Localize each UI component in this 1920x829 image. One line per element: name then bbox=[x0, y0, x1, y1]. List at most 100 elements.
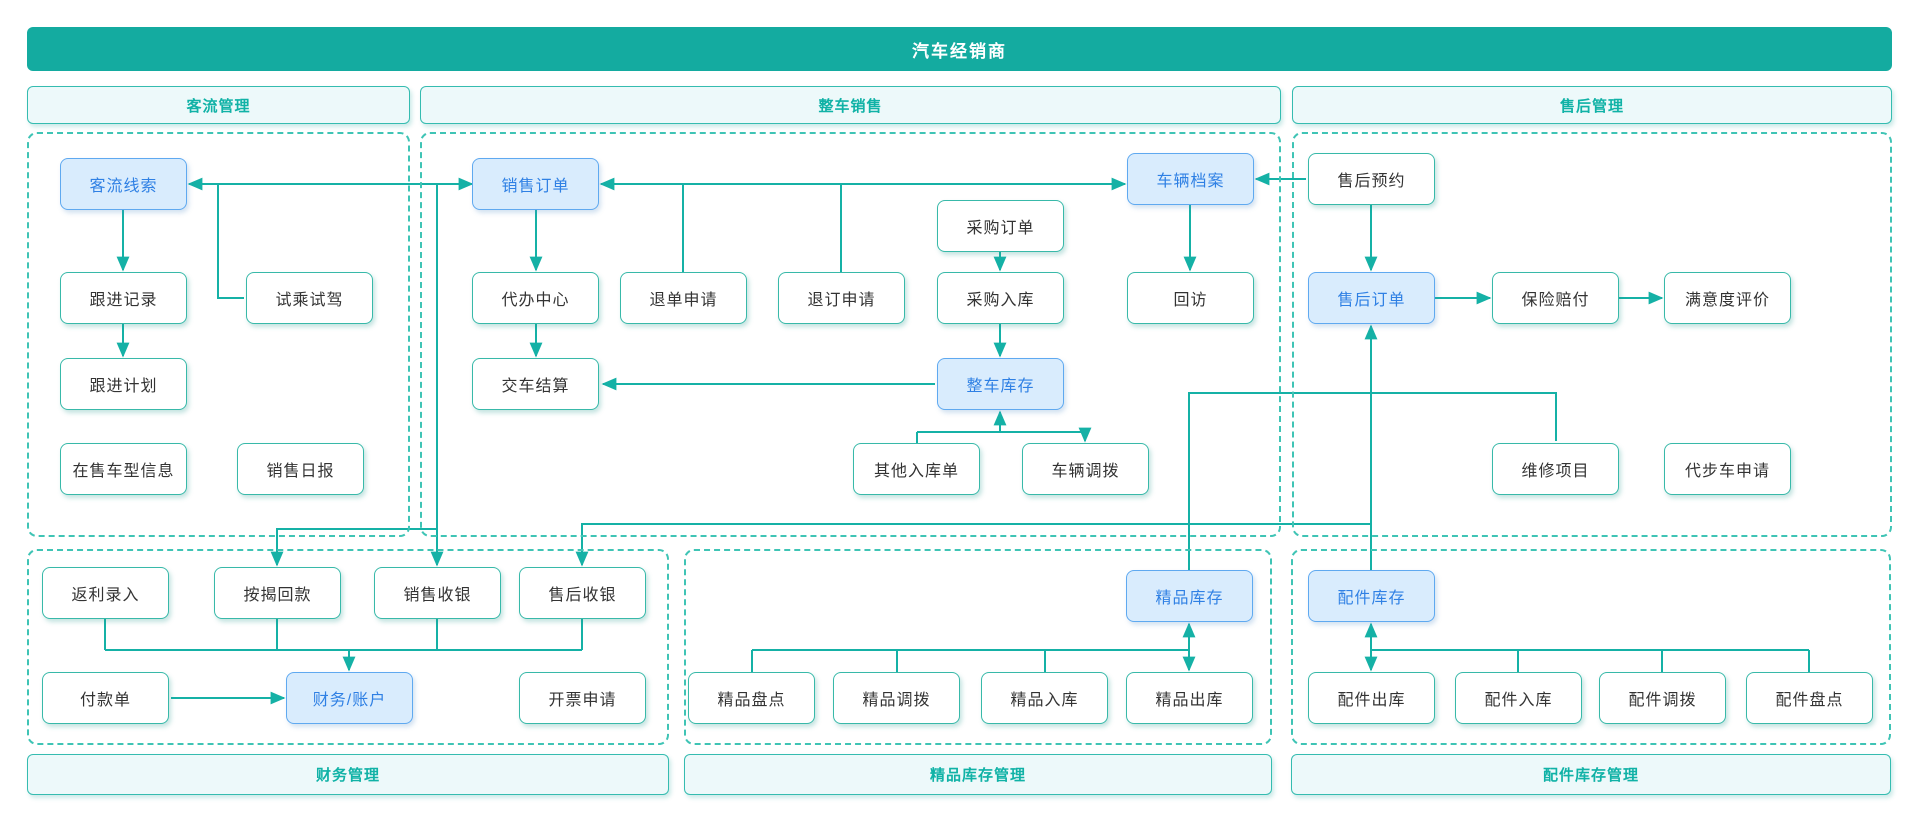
node-repair-items[interactable]: 维修项目 bbox=[1492, 443, 1619, 495]
node-boutique-transfer[interactable]: 精品调拨 bbox=[833, 672, 960, 724]
section-header-label: 精品库存管理 bbox=[929, 767, 1026, 784]
node-test-drive[interactable]: 试乘试驾 bbox=[246, 272, 373, 324]
node-label: 其他入库单 bbox=[873, 463, 959, 480]
node-label: 配件调拨 bbox=[1628, 692, 1697, 709]
node-label: 按揭回款 bbox=[243, 587, 312, 604]
section-header-parts-stock: 配件库存管理 bbox=[1291, 754, 1891, 795]
page-title: 汽车经销商 bbox=[912, 41, 1007, 61]
node-label: 整车库存 bbox=[966, 378, 1035, 395]
node-label: 维修项目 bbox=[1521, 463, 1590, 480]
node-label: 代办中心 bbox=[501, 292, 570, 309]
node-cancel-request[interactable]: 退订申请 bbox=[778, 272, 905, 324]
node-courtesy-car[interactable]: 代步车申请 bbox=[1664, 443, 1791, 495]
node-models-on-sale[interactable]: 在售车型信息 bbox=[60, 443, 187, 495]
node-label: 退订申请 bbox=[807, 292, 876, 309]
node-parts-outbound[interactable]: 配件出库 bbox=[1308, 672, 1435, 724]
node-label: 精品调拨 bbox=[862, 692, 931, 709]
section-frame-parts-stock-area bbox=[1291, 549, 1891, 745]
node-label: 跟进记录 bbox=[89, 292, 158, 309]
node-boutique-inbound[interactable]: 精品入库 bbox=[981, 672, 1108, 724]
section-header-vehicle-sales: 整车销售 bbox=[420, 86, 1281, 124]
node-label: 交车结算 bbox=[501, 378, 570, 395]
node-boutique-count[interactable]: 精品盘点 bbox=[688, 672, 815, 724]
diagram-title-bar: 汽车经销商 bbox=[27, 27, 1892, 71]
section-header-customer-flow: 客流管理 bbox=[27, 86, 410, 124]
node-label: 回访 bbox=[1173, 292, 1208, 309]
node-label: 返利录入 bbox=[71, 587, 140, 604]
section-header-label: 售后管理 bbox=[1559, 97, 1624, 115]
node-label: 销售日报 bbox=[266, 463, 335, 480]
section-frame-finance-area bbox=[27, 549, 669, 745]
node-service-booking[interactable]: 售后预约 bbox=[1308, 153, 1435, 205]
node-other-inbound[interactable]: 其他入库单 bbox=[853, 443, 980, 495]
node-label: 售后订单 bbox=[1337, 292, 1406, 309]
node-label: 配件盘点 bbox=[1775, 692, 1844, 709]
node-service-cashier[interactable]: 售后收银 bbox=[519, 567, 646, 619]
node-label: 保险赔付 bbox=[1521, 292, 1590, 309]
section-frame-customer-flow-area bbox=[27, 132, 410, 537]
node-payment-slip[interactable]: 付款单 bbox=[42, 672, 169, 724]
node-label: 退单申请 bbox=[649, 292, 718, 309]
section-header-boutique-stock: 精品库存管理 bbox=[684, 754, 1272, 795]
node-followup-plan[interactable]: 跟进计划 bbox=[60, 358, 187, 410]
node-followup-record[interactable]: 跟进记录 bbox=[60, 272, 187, 324]
node-parts-inbound[interactable]: 配件入库 bbox=[1455, 672, 1582, 724]
node-return-request[interactable]: 退单申请 bbox=[620, 272, 747, 324]
node-sales-daily[interactable]: 销售日报 bbox=[237, 443, 364, 495]
section-header-after-sales: 售后管理 bbox=[1292, 86, 1892, 124]
node-service-order[interactable]: 售后订单 bbox=[1308, 272, 1435, 324]
node-label: 车辆档案 bbox=[1156, 173, 1225, 190]
node-label: 在售车型信息 bbox=[72, 463, 175, 480]
node-label: 采购入库 bbox=[966, 292, 1035, 309]
section-header-label: 整车销售 bbox=[818, 97, 883, 115]
section-frame-after-sales-area bbox=[1292, 132, 1892, 537]
node-label: 销售订单 bbox=[501, 178, 570, 195]
node-satisfaction[interactable]: 满意度评价 bbox=[1664, 272, 1791, 324]
node-label: 采购订单 bbox=[966, 220, 1035, 237]
node-label: 开票申请 bbox=[548, 692, 617, 709]
node-revisit[interactable]: 回访 bbox=[1127, 272, 1254, 324]
node-label: 售后收银 bbox=[548, 587, 617, 604]
node-sales-order[interactable]: 销售订单 bbox=[472, 158, 599, 210]
node-label: 财务/账户 bbox=[312, 692, 387, 709]
node-finance-account[interactable]: 财务/账户 bbox=[286, 672, 413, 724]
node-label: 销售收银 bbox=[403, 587, 472, 604]
node-label: 精品库存 bbox=[1155, 590, 1224, 607]
node-invoice-request[interactable]: 开票申请 bbox=[519, 672, 646, 724]
node-purchase-inbound[interactable]: 采购入库 bbox=[937, 272, 1064, 324]
node-purchase-order[interactable]: 采购订单 bbox=[937, 200, 1064, 252]
node-sales-cashier[interactable]: 销售收银 bbox=[374, 567, 501, 619]
node-parts-transfer[interactable]: 配件调拨 bbox=[1599, 672, 1726, 724]
node-mortgage-return[interactable]: 按揭回款 bbox=[214, 567, 341, 619]
node-label: 试乘试驾 bbox=[275, 292, 344, 309]
node-parts-count[interactable]: 配件盘点 bbox=[1746, 672, 1873, 724]
section-frame-vehicle-sales-area bbox=[420, 132, 1281, 537]
node-label: 代步车申请 bbox=[1684, 463, 1770, 480]
node-vehicle-transfer[interactable]: 车辆调拨 bbox=[1022, 443, 1149, 495]
node-parts-stock[interactable]: 配件库存 bbox=[1308, 570, 1435, 622]
node-label: 车辆调拨 bbox=[1051, 463, 1120, 480]
node-label: 配件出库 bbox=[1337, 692, 1406, 709]
node-vehicle-archive[interactable]: 车辆档案 bbox=[1127, 153, 1254, 205]
node-boutique-outbound[interactable]: 精品出库 bbox=[1126, 672, 1253, 724]
node-delivery-settle[interactable]: 交车结算 bbox=[472, 358, 599, 410]
node-label: 精品出库 bbox=[1155, 692, 1224, 709]
node-rebate-entry[interactable]: 返利录入 bbox=[42, 567, 169, 619]
node-label: 满意度评价 bbox=[1684, 292, 1770, 309]
node-label: 配件入库 bbox=[1484, 692, 1553, 709]
node-label: 跟进计划 bbox=[89, 378, 158, 395]
node-label: 配件库存 bbox=[1337, 590, 1406, 607]
node-customer-leads[interactable]: 客流线索 bbox=[60, 158, 187, 210]
node-label: 精品入库 bbox=[1010, 692, 1079, 709]
section-header-label: 客流管理 bbox=[186, 97, 251, 115]
section-frame-boutique-stock-area bbox=[684, 549, 1272, 745]
node-vehicle-stock[interactable]: 整车库存 bbox=[937, 358, 1064, 410]
section-header-label: 财务管理 bbox=[315, 767, 380, 784]
node-label: 售后预约 bbox=[1337, 173, 1406, 190]
node-insurance-claim[interactable]: 保险赔付 bbox=[1492, 272, 1619, 324]
section-header-finance: 财务管理 bbox=[27, 754, 669, 795]
node-boutique-stock[interactable]: 精品库存 bbox=[1126, 570, 1253, 622]
node-label: 精品盘点 bbox=[717, 692, 786, 709]
node-agency-center[interactable]: 代办中心 bbox=[472, 272, 599, 324]
